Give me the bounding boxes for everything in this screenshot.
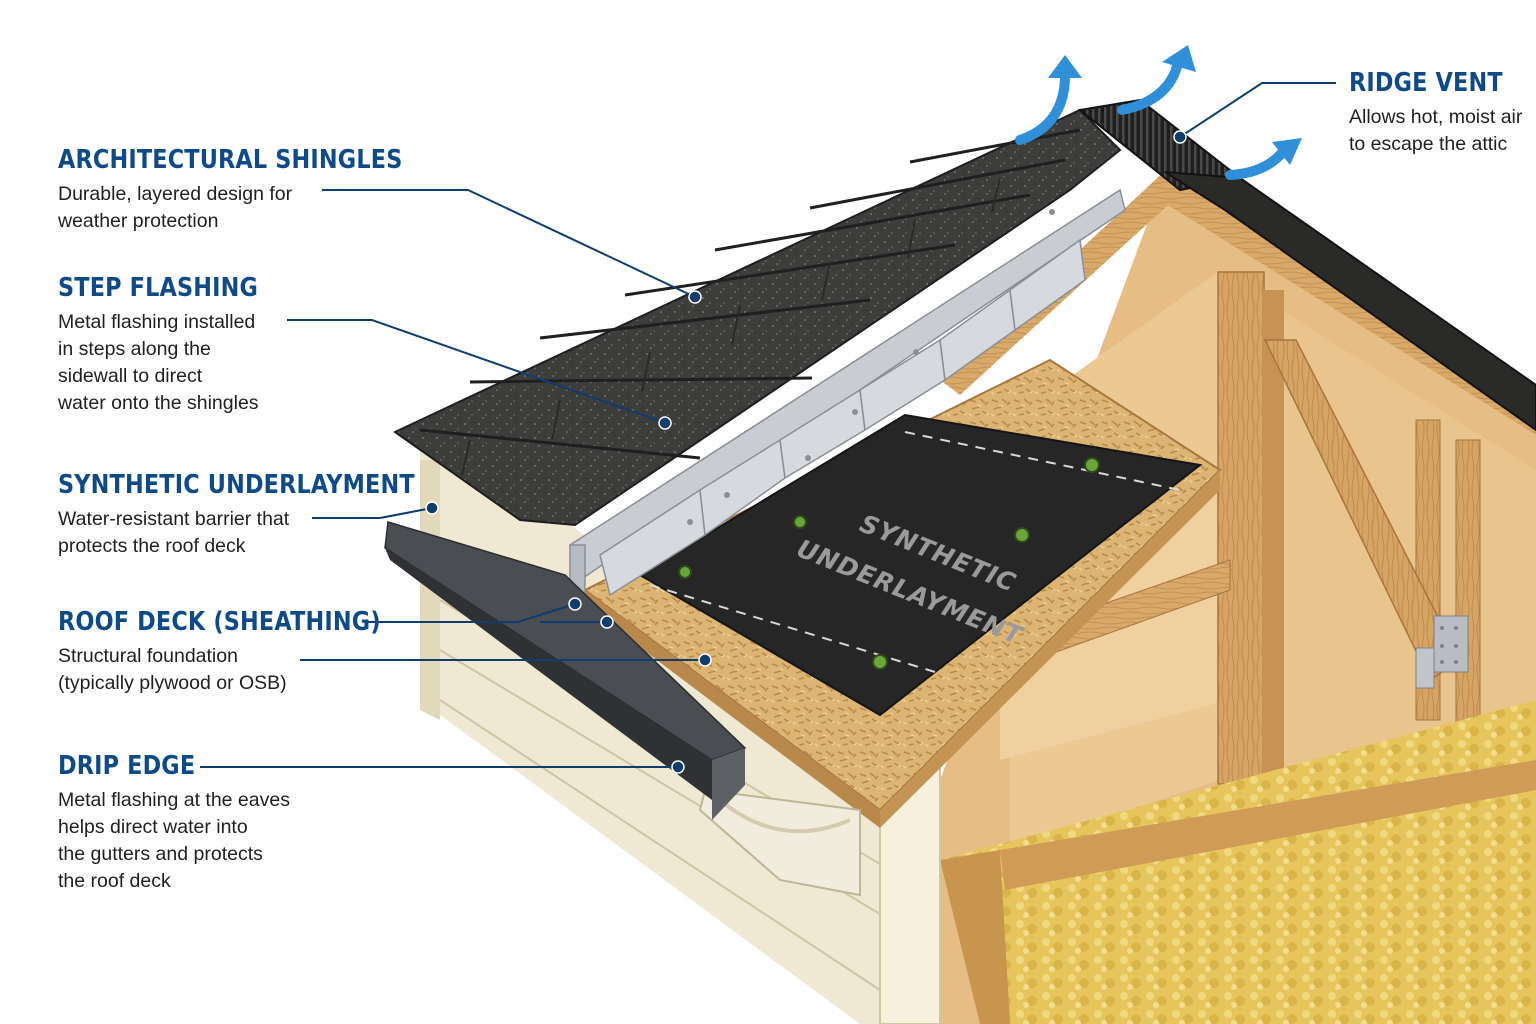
leader-step-flashing [287,319,666,424]
airflow-arrow-right [1225,138,1302,180]
underlayment-fasteners [678,457,1100,670]
label-description: Durable, layered design for weather prot… [58,183,293,232]
airflow-arrow-center [1117,45,1196,115]
label-description: Structural foundation (typically plywood… [58,645,287,694]
label-description: Water-resistant barrier that protects th… [58,508,290,557]
label-drip-edge: DRIP EDGE Metal flashing at the eaves he… [58,751,290,895]
leader-shingles [322,189,696,298]
leader-lines [200,82,1336,768]
dot-underlayment [425,501,439,515]
label-title: ARCHITECTURAL SHINGLES [58,145,403,175]
airflow-arrows [1015,45,1302,180]
architectural-shingles [393,108,1122,527]
dot-shingles [688,290,702,304]
synthetic-underlayment: SYNTHETIC UNDERLAYMENT [638,413,1203,717]
label-roof-deck: ROOF DECK (SHEATHING) Structural foundat… [58,607,433,697]
label-description: Metal flashing at the eaves helps direct… [58,789,290,892]
label-step-flashing: STEP FLASHING Metal flashing installed i… [58,273,291,417]
dot-roof-deck-3 [698,653,712,667]
dot-step-flashing [658,416,672,430]
label-architectural-shingles: ARCHITECTURAL SHINGLES Durable, layered … [58,145,459,235]
label-description: Metal flashing installed in steps along … [58,311,259,414]
label-synthetic-underlayment: SYNTHETIC UNDERLAYMENT Water-resistant b… [58,470,473,560]
dot-roof-deck-1 [568,597,582,611]
label-description: Allows hot, moist air to escape the atti… [1349,106,1523,155]
label-ridge-vent: RIDGE VENT Allows hot, moist air to esca… [1349,68,1528,158]
leader-roof-deck-1 [366,603,576,623]
gutter [698,788,861,897]
leader-underlayment [312,507,433,519]
label-title: ROOF DECK (SHEATHING) [58,607,381,637]
label-title: STEP FLASHING [58,273,259,303]
step-flashing-steps [599,238,1086,597]
label-title: DRIP EDGE [58,751,196,781]
attic-insulation [940,700,1536,1024]
airflow-arrow-left [1015,55,1082,145]
label-title: SYNTHETIC UNDERLAYMENT [58,470,415,500]
dot-ridge-vent [1173,130,1187,144]
leader-ridge-vent [1179,82,1336,138]
step-flashing [569,188,1126,611]
dot-roof-deck-2 [600,615,614,629]
label-title: RIDGE VENT [1349,68,1503,98]
drip-edge [384,521,747,820]
dot-drip-edge [671,760,685,774]
leader-dots [425,130,1187,774]
